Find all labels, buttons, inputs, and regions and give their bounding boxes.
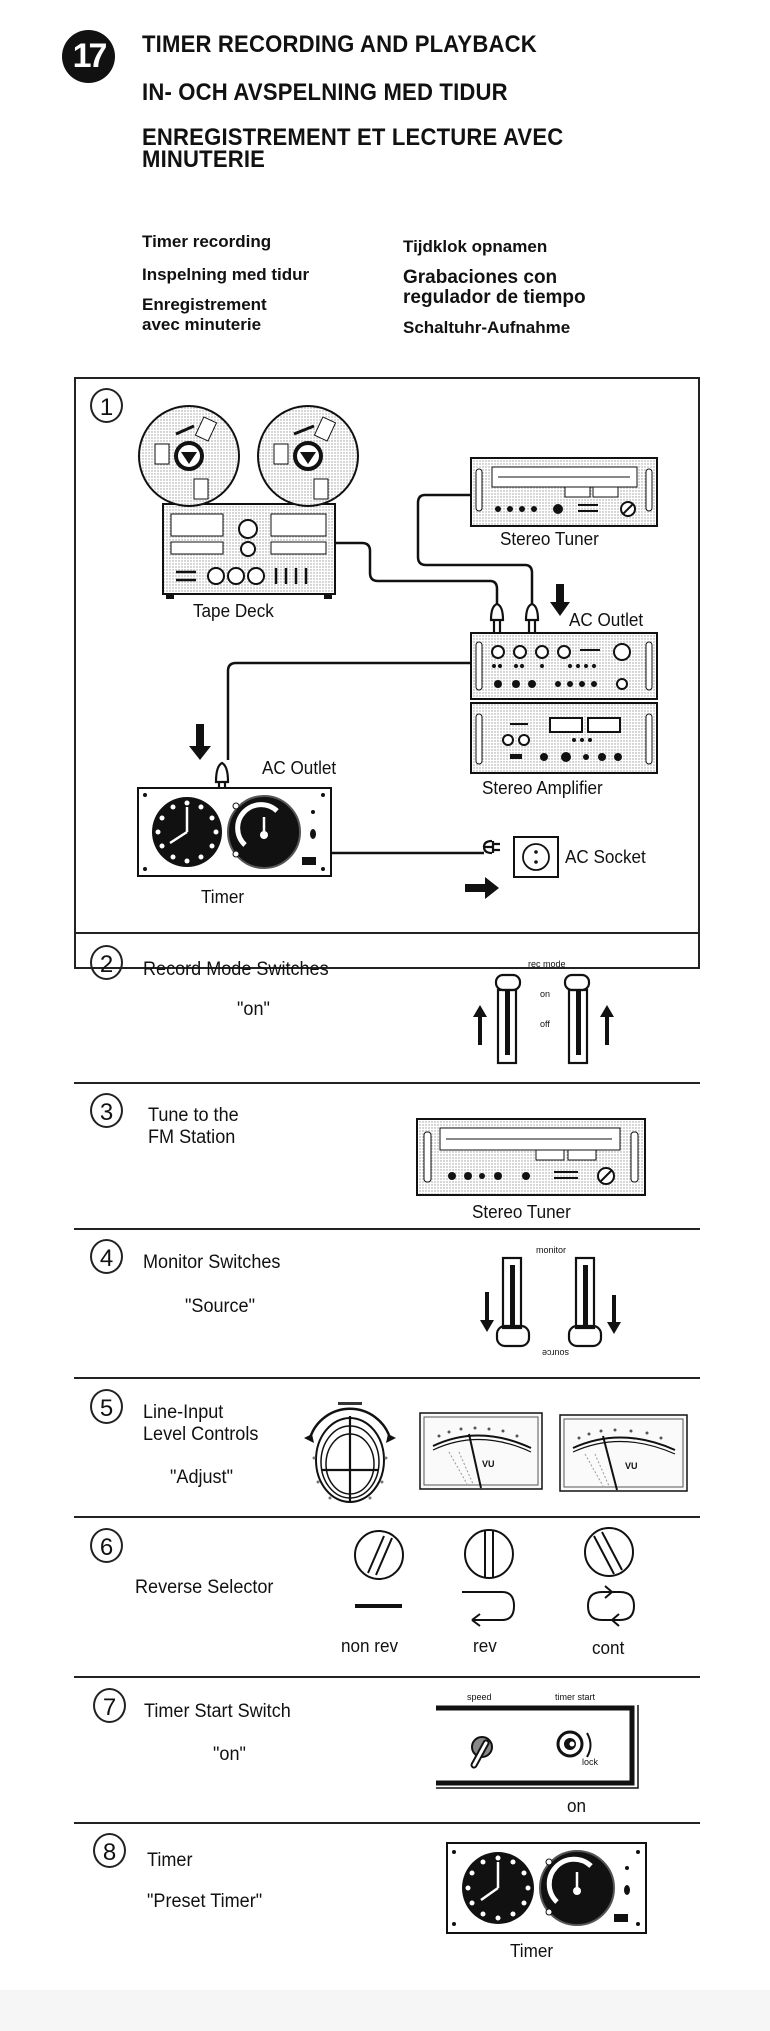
title-french-line1: ENREGISTREMENT ET LECTURE AVEC: [142, 124, 564, 151]
divider-4-5: [74, 1377, 700, 1379]
stereo-tuner-illustration: [470, 457, 658, 527]
speed-caption: speed: [467, 1692, 492, 1702]
divider-3-4: [74, 1228, 700, 1230]
reverse-icon: [462, 1591, 516, 1621]
option-cont: cont: [592, 1638, 625, 1658]
record-mode-switches-illustration: [473, 973, 614, 1065]
step-8-value: "Preset Timer": [147, 1891, 263, 1912]
subtitle-spanish-line2: regulador de tiempo: [403, 287, 586, 308]
tape-deck-illustration: [138, 405, 359, 599]
subtitle-english: Timer recording: [142, 232, 272, 251]
step-number-1: 1: [90, 388, 123, 423]
up-arrow-icon: [473, 1005, 487, 1045]
timer-power-plug: [189, 724, 230, 790]
source-caption: source: [542, 1348, 570, 1358]
step-number-5: 5: [90, 1389, 123, 1424]
divider-6-7: [74, 1676, 700, 1678]
tape-deck-label: Tape Deck: [193, 601, 274, 621]
step-number-7: 7: [93, 1688, 126, 1723]
timer-start-panel-illustration: [436, 1705, 639, 1789]
subtitle-swedish: Inspelning med tidur: [142, 265, 310, 284]
divider-7-8: [74, 1822, 700, 1824]
step-number-3: 3: [90, 1093, 123, 1128]
tape-deck-cable: [335, 541, 499, 606]
title-english: TIMER RECORDING AND PLAYBACK: [142, 31, 537, 58]
option-non-rev: non rev: [341, 1636, 399, 1656]
step-5-title-line2: Level Controls: [143, 1424, 259, 1445]
step-3-title-line2: FM Station: [148, 1127, 236, 1148]
ac-socket-illustration: [465, 836, 559, 899]
page-bottom-margin: [0, 1990, 770, 2031]
vu-meter-left-illustration: [419, 1412, 543, 1490]
timer-start-caption: timer start: [555, 1692, 596, 1702]
subtitle-french-line2: avec minuterie: [142, 315, 262, 334]
level-control-knob-illustration: [304, 1402, 396, 1503]
amplifier-to-timer-cable: [226, 661, 470, 760]
stereo-amplifier-label: Stereo Amplifier: [482, 778, 603, 798]
ac-outlet-amplifier-label: AC Outlet: [569, 610, 644, 630]
step-6-title: Reverse Selector: [135, 1577, 274, 1598]
stereo-tuner-illustration: [416, 1118, 646, 1196]
switch-on-caption: on: [540, 989, 551, 999]
switch-off-caption: off: [540, 1019, 550, 1029]
vu-label-right: VU: [625, 1461, 638, 1471]
step-4-value: "Source": [185, 1296, 256, 1317]
step-5-value: "Adjust": [170, 1467, 233, 1488]
step-number-4: 4: [90, 1239, 123, 1274]
step-7-title: Timer Start Switch: [144, 1701, 291, 1722]
subtitle-spanish-line1: Grabaciones con: [403, 267, 558, 288]
continuous-icon: [586, 1591, 636, 1621]
stereo-tuner-label: Stereo Tuner: [500, 529, 599, 549]
vu-meter-right-illustration: [559, 1414, 688, 1492]
down-arrow-icon: [550, 584, 570, 616]
amplifier-power-plugs: [489, 584, 570, 632]
tuner-cable: [416, 493, 534, 606]
divider-2-3: [74, 1082, 700, 1084]
timer-illustration: [446, 1842, 647, 1934]
right-arrow-icon: [465, 877, 499, 899]
timer-label: Timer: [510, 1941, 554, 1961]
step-3-title-line1: Tune to the: [148, 1105, 239, 1126]
rec-mode-caption: rec mode: [528, 959, 566, 969]
lock-caption: lock: [582, 1757, 599, 1767]
step-7-value: "on": [213, 1744, 246, 1765]
step-2-title: Record Mode Switches: [143, 959, 329, 980]
ac-socket-label: AC Socket: [565, 847, 646, 867]
ac-outlet-timer-label: AC Outlet: [262, 758, 337, 778]
step-8-title: Timer: [147, 1850, 193, 1871]
timer-start-on-caption: on: [567, 1796, 587, 1816]
monitor-switches-illustration: [480, 1256, 621, 1348]
timer-label: Timer: [201, 887, 245, 907]
step-2-value: "on": [237, 999, 270, 1020]
timer-illustration: [137, 787, 332, 877]
monitor-caption: monitor: [536, 1245, 567, 1255]
subtitle-german: Schaltuhr-Aufnahme: [403, 318, 571, 337]
down-arrow-icon: [480, 1292, 494, 1332]
title-swedish: IN- OCH AVSPELNING MED TIDUR: [142, 79, 508, 106]
subtitle-french-line1: Enregistrement: [142, 295, 267, 314]
option-rev: rev: [473, 1636, 497, 1656]
instruction-frame: [74, 377, 700, 969]
stereo-tuner-label: Stereo Tuner: [472, 1202, 571, 1222]
down-arrow-icon: [607, 1295, 621, 1334]
vu-label-left: VU: [482, 1459, 495, 1469]
title-french-line2: MINUTERIE: [142, 146, 266, 173]
section-number-badge: 17: [62, 30, 115, 83]
divider-1-2: [74, 932, 700, 934]
step-number-8: 8: [93, 1833, 126, 1868]
step-number-2: 2: [90, 945, 123, 980]
step-number-6: 6: [90, 1528, 123, 1563]
up-arrow-icon: [600, 1005, 614, 1045]
subtitle-dutch: Tijdklok opnamen: [403, 237, 548, 256]
step-4-title: Monitor Switches: [143, 1252, 281, 1273]
down-arrow-icon: [189, 724, 211, 760]
reverse-selector-illustration: [354, 1527, 636, 1627]
divider-5-6: [74, 1516, 700, 1518]
stereo-amplifier-illustration: [470, 632, 658, 774]
connection-cables: [226, 493, 534, 855]
step-5-title-line1: Line-Input: [143, 1402, 224, 1423]
